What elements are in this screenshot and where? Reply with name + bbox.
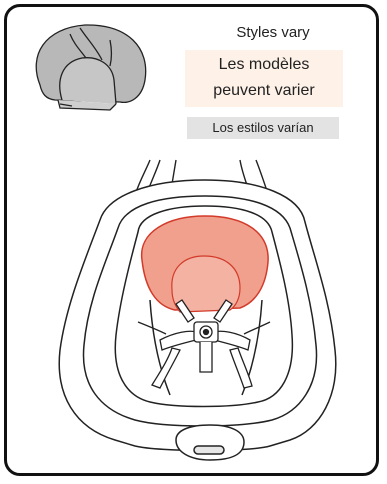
caption-french-line1: Les modèles <box>218 56 310 73</box>
head-support-highlight <box>141 215 269 313</box>
head-support-thumbnail <box>35 24 147 111</box>
caption-spanish: Los estilos varían <box>187 117 339 139</box>
harness <box>137 299 271 389</box>
caption-french: Les modèles peuvent varier <box>185 50 343 107</box>
seat-handle <box>175 424 245 461</box>
caption-french-line2: peuvent varier <box>213 82 315 99</box>
caption-english: Styles vary <box>236 24 310 41</box>
